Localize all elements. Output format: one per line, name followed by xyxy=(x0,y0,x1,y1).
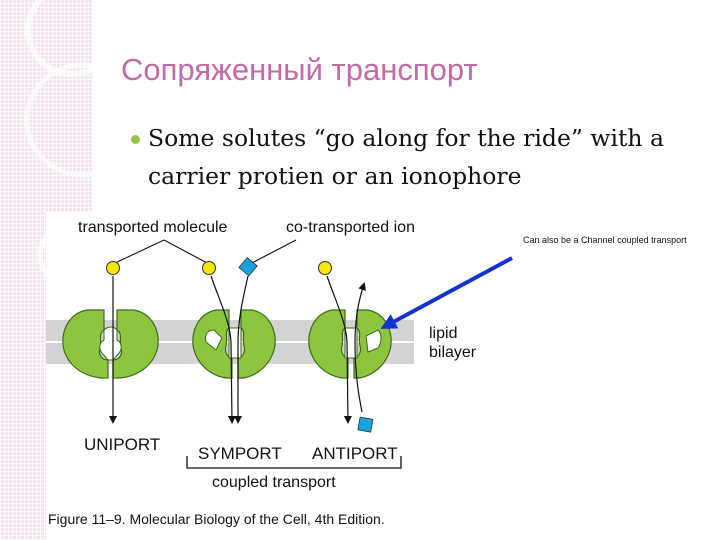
slide-title: Сопряженный транспорт xyxy=(121,52,478,87)
coupled-transport-bracket xyxy=(186,456,402,469)
symport-ion xyxy=(238,256,258,277)
uniport-molecule xyxy=(106,261,120,275)
symport-label: SYMPORT xyxy=(198,444,282,463)
symport-ion-arrow xyxy=(234,275,249,424)
label-leader-lines xyxy=(112,239,297,265)
coupled-transport-diagram: transported molecule co-transported ion … xyxy=(46,219,477,527)
antiport-label: ANTIPORT xyxy=(312,444,398,463)
antiport-ion-arrow xyxy=(354,282,366,413)
coupled-transport-label: coupled transport xyxy=(212,474,336,491)
transported-molecule-label: transported molecule xyxy=(78,219,228,236)
lipid-label: lipid xyxy=(429,325,457,342)
antiport-ion xyxy=(357,416,374,433)
symport-molecule xyxy=(202,261,216,275)
symport-molecule-arrow xyxy=(210,275,236,424)
bilayer-label: bilayer xyxy=(429,344,477,361)
side-note: Can also be a Channel coupled transport xyxy=(523,235,687,245)
uniport-label: UNIPORT xyxy=(84,435,160,454)
co-transported-ion-label: co-transported ion xyxy=(286,219,415,236)
transport-figure: transported molecule co-transported ion … xyxy=(46,212,518,540)
bullet-text: Some solutes “go along for the ride” wit… xyxy=(148,124,665,190)
figure-caption: Figure 11–9. Molecular Biology of the Ce… xyxy=(48,511,385,527)
bullet-marker xyxy=(131,135,140,144)
antiport-molecule xyxy=(318,261,332,275)
uniport-carrier-protein xyxy=(62,309,159,379)
antiport-molecule-arrow xyxy=(326,275,352,424)
